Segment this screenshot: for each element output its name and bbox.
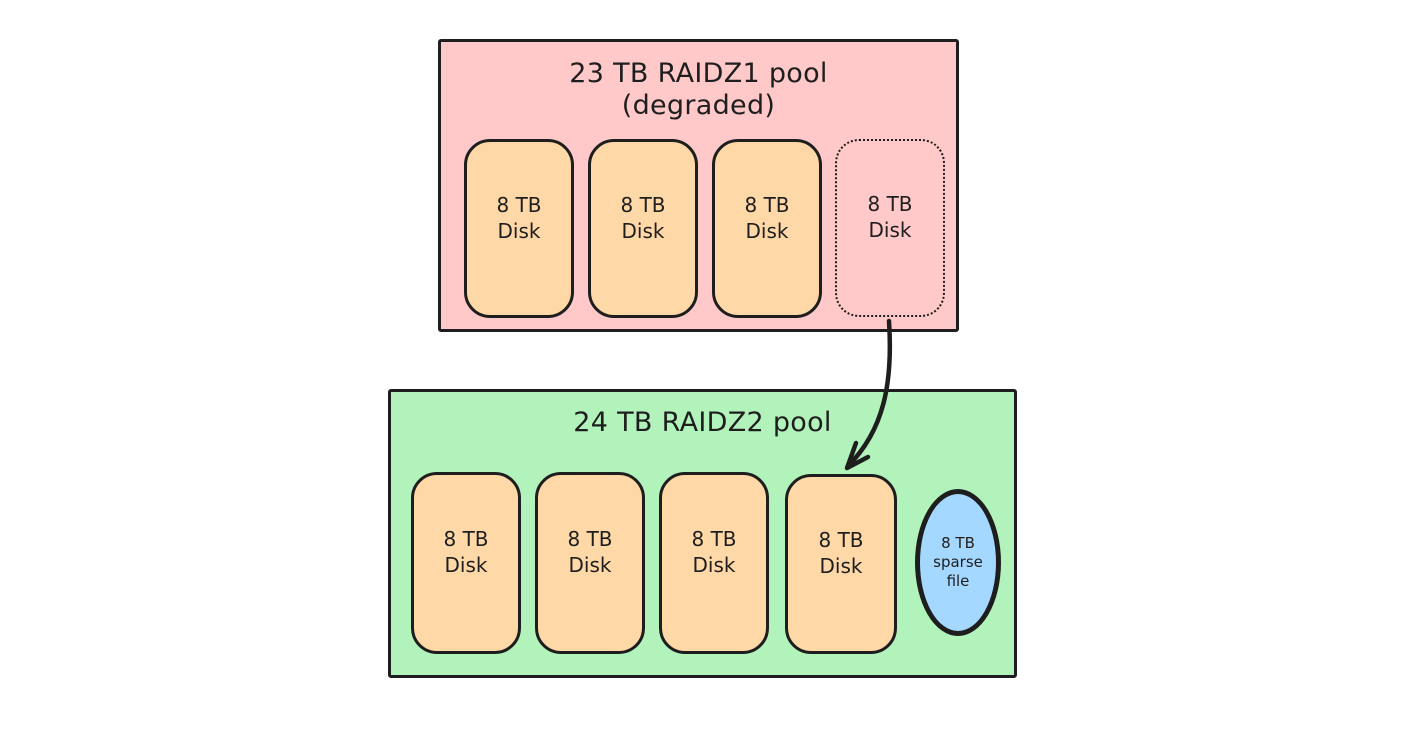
raidz2-disk-2-label: 8 TB Disk: [567, 527, 613, 577]
sparse-file-ellipse: 8 TB sparse file: [915, 489, 1001, 636]
raidz1-pool-title: 23 TB RAIDZ1 pool (degraded): [441, 58, 956, 122]
sparse-file-label: 8 TB sparse file: [933, 534, 983, 590]
raidz1-pool-title-line1: 23 TB RAIDZ1 pool: [569, 58, 828, 89]
raidz1-pool-box: 23 TB RAIDZ1 pool (degraded) 8 TB Disk 8…: [438, 39, 959, 332]
raidz1-disk-3-label: 8 TB Disk: [744, 192, 790, 243]
raidz1-disk-1: 8 TB Disk: [464, 139, 574, 318]
raidz2-disk-3: 8 TB Disk: [659, 472, 769, 654]
raidz2-disk-3-label: 8 TB Disk: [691, 527, 737, 577]
raidz1-disk-4-label: 8 TB Disk: [867, 192, 913, 242]
raidz2-disk-4-label: 8 TB Disk: [818, 528, 864, 578]
raidz1-disk-2-label: 8 TB Disk: [620, 192, 666, 243]
raidz1-disk-4-removed: 8 TB Disk: [835, 139, 945, 317]
raidz2-disk-1: 8 TB Disk: [411, 472, 521, 654]
raidz2-pool-title: 24 TB RAIDZ2 pool: [391, 407, 1014, 439]
raidz1-disk-2: 8 TB Disk: [588, 139, 698, 318]
raidz1-pool-title-line2: (degraded): [621, 90, 776, 121]
raidz1-disk-3: 8 TB Disk: [712, 139, 822, 318]
raidz2-disk-4: 8 TB Disk: [785, 474, 897, 654]
raidz1-disk-1-label: 8 TB Disk: [496, 192, 542, 243]
raidz2-pool-title-line1: 24 TB RAIDZ2 pool: [573, 407, 832, 438]
raidz2-disk-1-label: 8 TB Disk: [443, 527, 489, 577]
raidz2-pool-box: 24 TB RAIDZ2 pool 8 TB Disk 8 TB Disk 8 …: [388, 389, 1017, 678]
raidz2-disk-2: 8 TB Disk: [535, 472, 645, 654]
